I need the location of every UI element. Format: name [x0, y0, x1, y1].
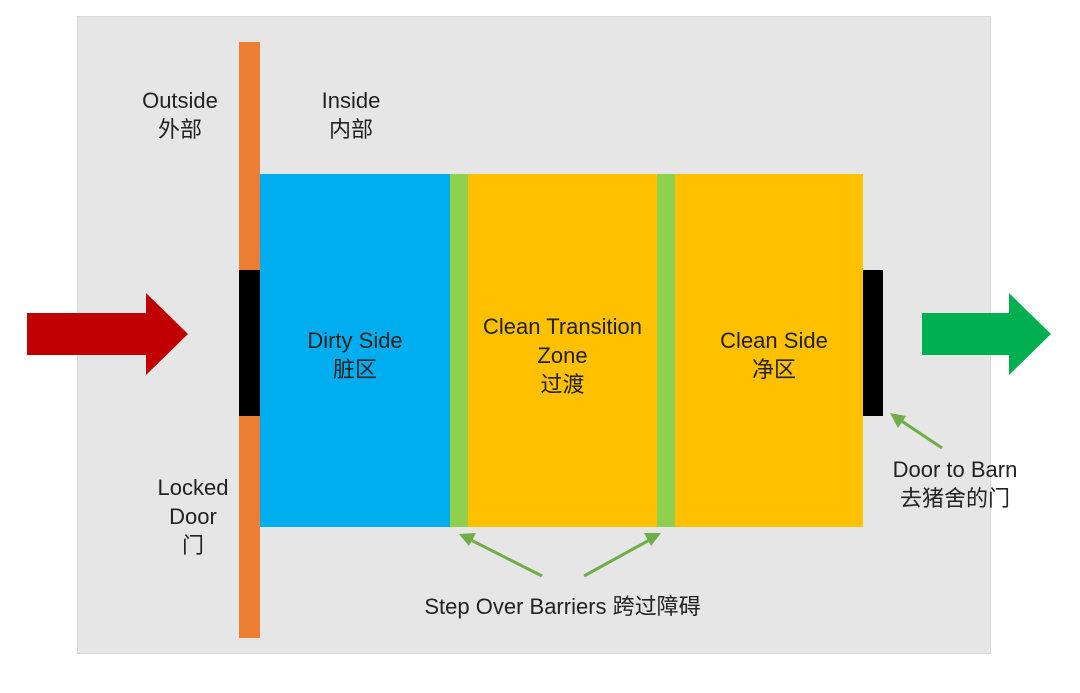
- inside-label-en: Inside: [321, 88, 381, 113]
- transition-zone-label: Clean Transition Zone 过渡: [462, 295, 663, 415]
- barn-door-label: Door to Barn 去猪舍的门: [870, 455, 1040, 513]
- step-over-barriers-label: Step Over Barriers 跨过障碍: [424, 594, 701, 619]
- exit-arrow-icon: [922, 293, 1051, 375]
- dirty-side-label: Dirty Side 脏区: [260, 310, 450, 400]
- outside-label: Outside 外部: [120, 86, 240, 144]
- step-over-barrier-2: [657, 174, 675, 527]
- locked-door-line2: Door: [169, 504, 217, 529]
- dirty-side-label-zh: 脏区: [332, 357, 377, 382]
- transition-label-line2: Zone: [537, 342, 588, 368]
- barn-door-label-en: Door to Barn: [892, 457, 1018, 482]
- barn-door-label-zh: 去猪舍的门: [899, 486, 1010, 511]
- dirty-side-zone: [260, 174, 450, 527]
- transition-label-zh: 过渡: [540, 371, 585, 397]
- barrier-pointer-arrow-right: [583, 536, 654, 578]
- clean-side-label: Clean Side 净区: [675, 310, 873, 400]
- barrier-pointer-arrowhead-right: [644, 533, 661, 546]
- step-over-barrier-1: [450, 174, 468, 527]
- clean-side-label-zh: 净区: [751, 357, 796, 382]
- inside-label: Inside 内部: [291, 86, 411, 144]
- barn-door: [863, 270, 883, 416]
- barn-door-pointer-arrowhead: [890, 413, 906, 428]
- dirty-side-label-en: Dirty Side: [307, 328, 403, 353]
- clean-side-zone: [675, 174, 863, 527]
- clean-transition-zone: [468, 174, 657, 527]
- locked-door-line1: Locked: [157, 475, 229, 500]
- barrier-pointer-arrow-left: [466, 536, 543, 578]
- outside-label-zh: 外部: [157, 117, 202, 142]
- inside-label-zh: 内部: [328, 117, 373, 142]
- locked-door: [239, 270, 260, 416]
- barn-door-pointer-arrow: [896, 416, 943, 450]
- outside-label-en: Outside: [142, 88, 218, 113]
- barrier-pointer-arrowhead-left: [459, 533, 476, 546]
- locked-door-zh: 门: [181, 533, 204, 558]
- transition-label-line1: Clean Transition: [483, 313, 642, 339]
- clean-side-label-en: Clean Side: [720, 328, 828, 353]
- locked-door-label: Locked Door 门: [133, 473, 253, 560]
- entry-arrow-icon: [27, 293, 188, 375]
